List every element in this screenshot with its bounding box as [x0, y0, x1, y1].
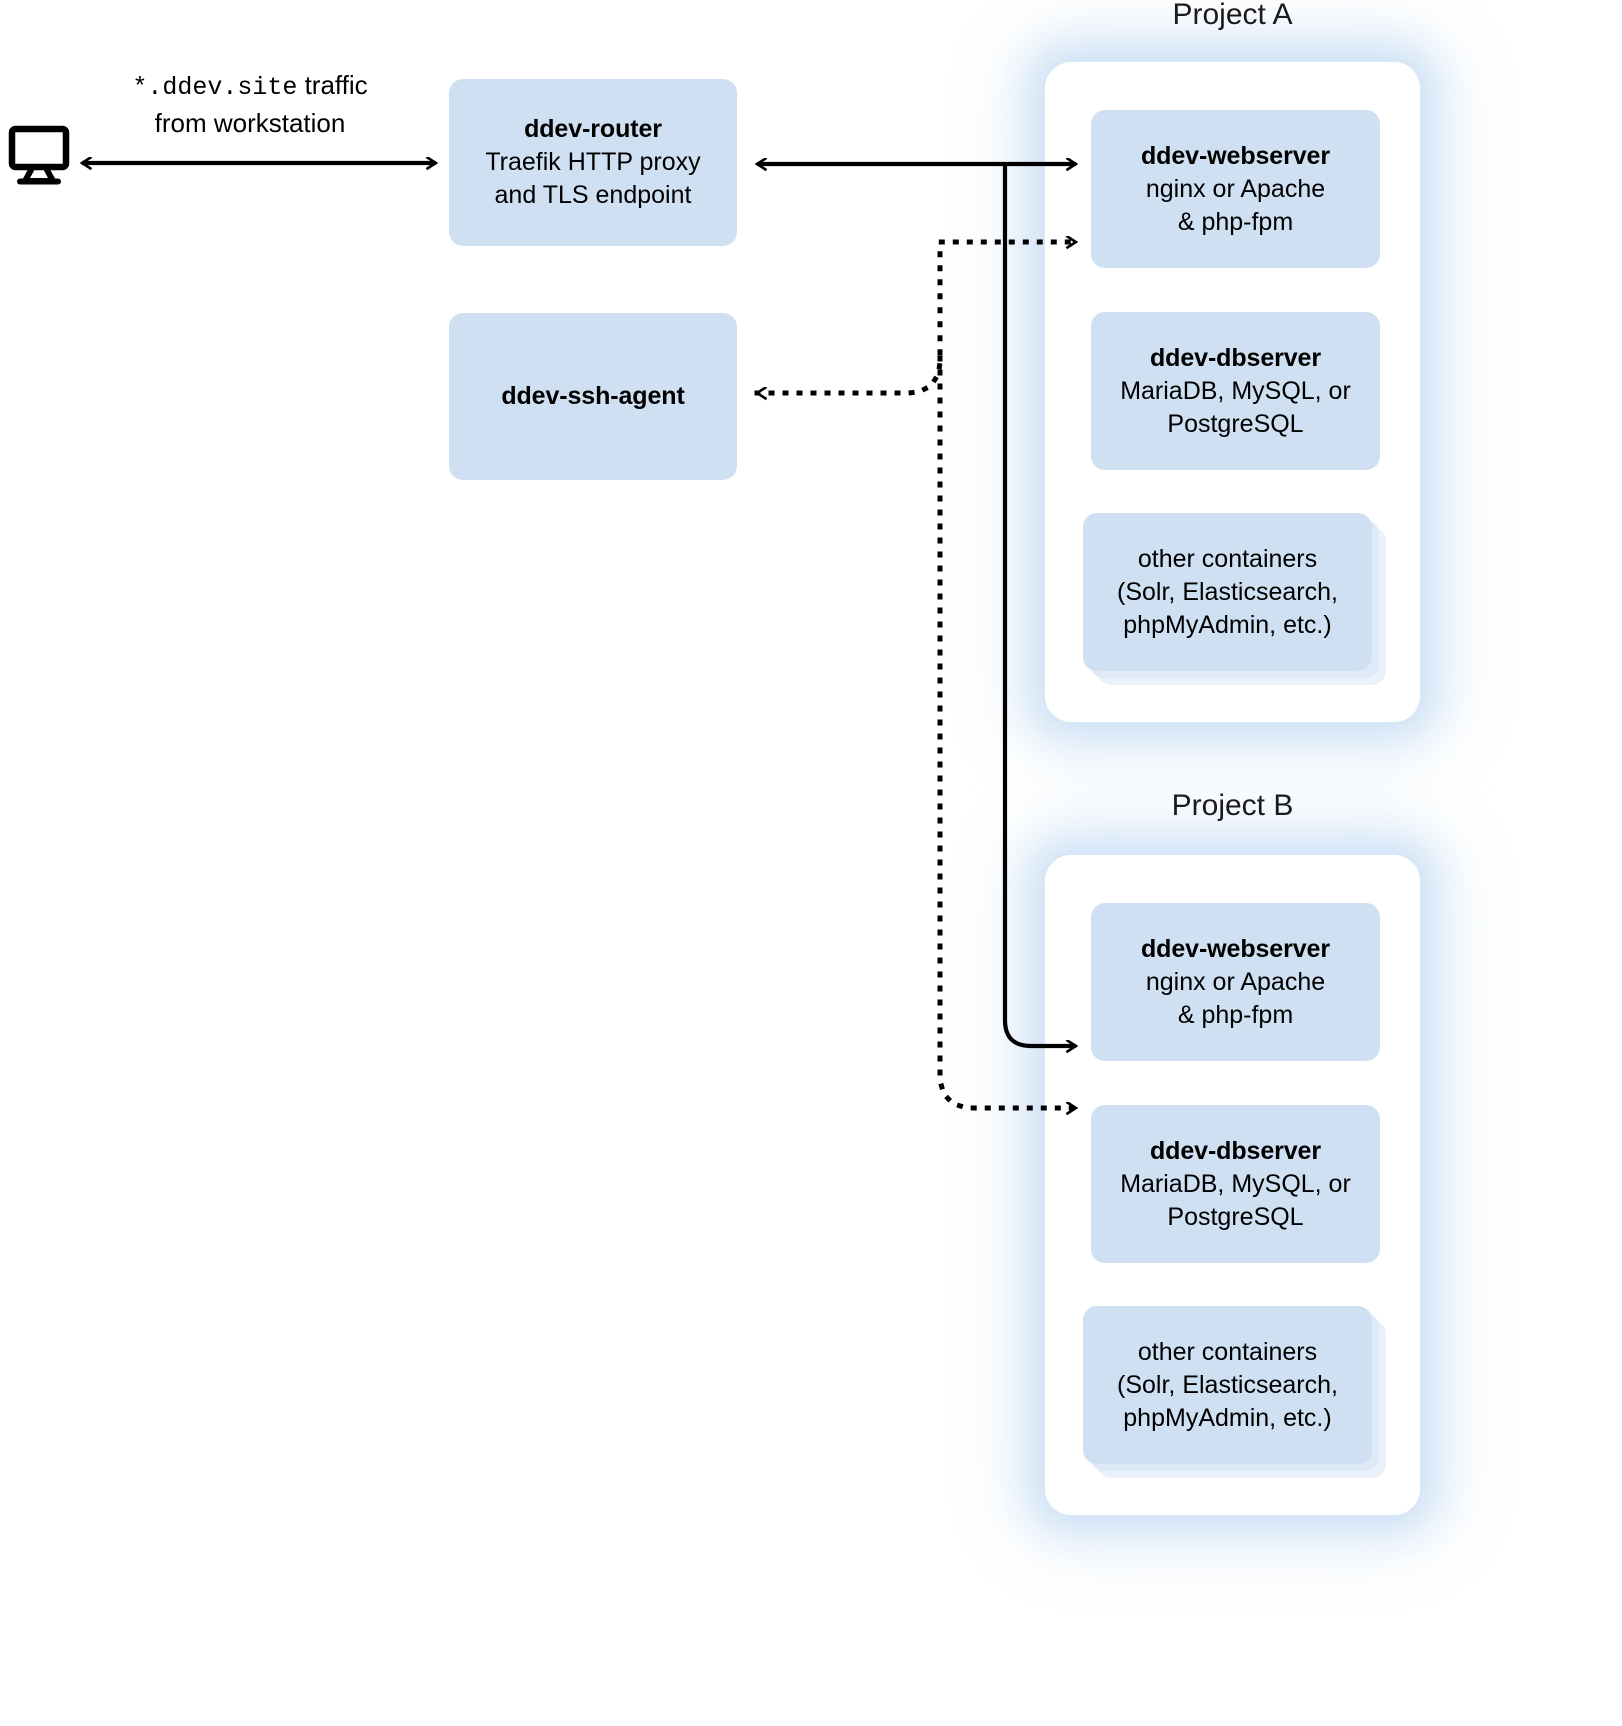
workstation-traffic-label: *.ddev.site traffic from workstation [100, 68, 400, 141]
project-b-webserver-name: ddev-webserver [1141, 934, 1330, 963]
desktop-monitor-icon [8, 125, 70, 190]
ddev-router-name: ddev-router [524, 115, 662, 143]
project-b-ddev-dbserver-card[interactable]: ddev-dbserver MariaDB, MySQL, or Postgre… [1091, 1105, 1380, 1263]
project-b-webserver-desc-1: nginx or Apache [1145, 967, 1326, 996]
project-b-other-desc-2: phpMyAdmin, etc.) [1123, 1403, 1332, 1432]
project-b-ddev-webserver-card[interactable]: ddev-webserver nginx or Apache & php-fpm [1091, 903, 1380, 1061]
project-a-dbserver-name: ddev-dbserver [1150, 343, 1321, 372]
project-b-other-containers-card[interactable]: other containers (Solr, Elasticsearch, p… [1083, 1306, 1372, 1464]
traffic-label-line2: from workstation [154, 107, 346, 138]
project-b-webserver-desc-2: & php-fpm [1177, 1000, 1294, 1029]
project-a-webserver-name: ddev-webserver [1141, 141, 1330, 170]
ddev-router-card[interactable]: ddev-router Traefik HTTP proxy and TLS e… [449, 79, 737, 246]
project-a-webserver-desc-2: & php-fpm [1177, 207, 1294, 236]
project-a-webserver-desc-1: nginx or Apache [1145, 174, 1326, 203]
ddev-router-desc-2: and TLS endpoint [494, 181, 692, 209]
project-a-other-desc-0: other containers [1137, 544, 1318, 573]
project-a-ddev-dbserver-card[interactable]: ddev-dbserver MariaDB, MySQL, or Postgre… [1091, 312, 1380, 470]
ddev-ssh-agent-name: ddev-ssh-agent [501, 382, 685, 410]
project-a-other-desc-1: (Solr, Elasticsearch, [1117, 577, 1338, 606]
project-a-ddev-webserver-card[interactable]: ddev-webserver nginx or Apache & php-fpm [1091, 110, 1380, 268]
ddev-ssh-agent-card[interactable]: ddev-ssh-agent [449, 313, 737, 480]
traffic-label-domain: *.ddev.site [132, 73, 298, 102]
project-b-dbserver-name: ddev-dbserver [1150, 1136, 1321, 1165]
connector-ssh-agent-project-a-webserver [754, 242, 1079, 393]
project-b-other-desc-1: (Solr, Elasticsearch, [1117, 1370, 1338, 1399]
project-b-title: Project B [1171, 789, 1294, 822]
project-a-dbserver-desc-1: MariaDB, MySQL, or [1120, 376, 1351, 405]
ddev-router-desc-1: Traefik HTTP proxy [485, 148, 701, 176]
project-b-other-desc-0: other containers [1137, 1337, 1318, 1366]
project-a-dbserver-desc-2: PostgreSQL [1167, 409, 1304, 438]
project-a-other-desc-2: phpMyAdmin, etc.) [1123, 610, 1332, 639]
traffic-label-suffix: traffic [297, 70, 368, 100]
project-a-other-containers-card[interactable]: other containers (Solr, Elasticsearch, p… [1083, 513, 1372, 671]
project-b-dbserver-desc-2: PostgreSQL [1167, 1202, 1304, 1231]
project-b-dbserver-desc-1: MariaDB, MySQL, or [1120, 1169, 1351, 1198]
project-a-title: Project A [1172, 0, 1293, 31]
